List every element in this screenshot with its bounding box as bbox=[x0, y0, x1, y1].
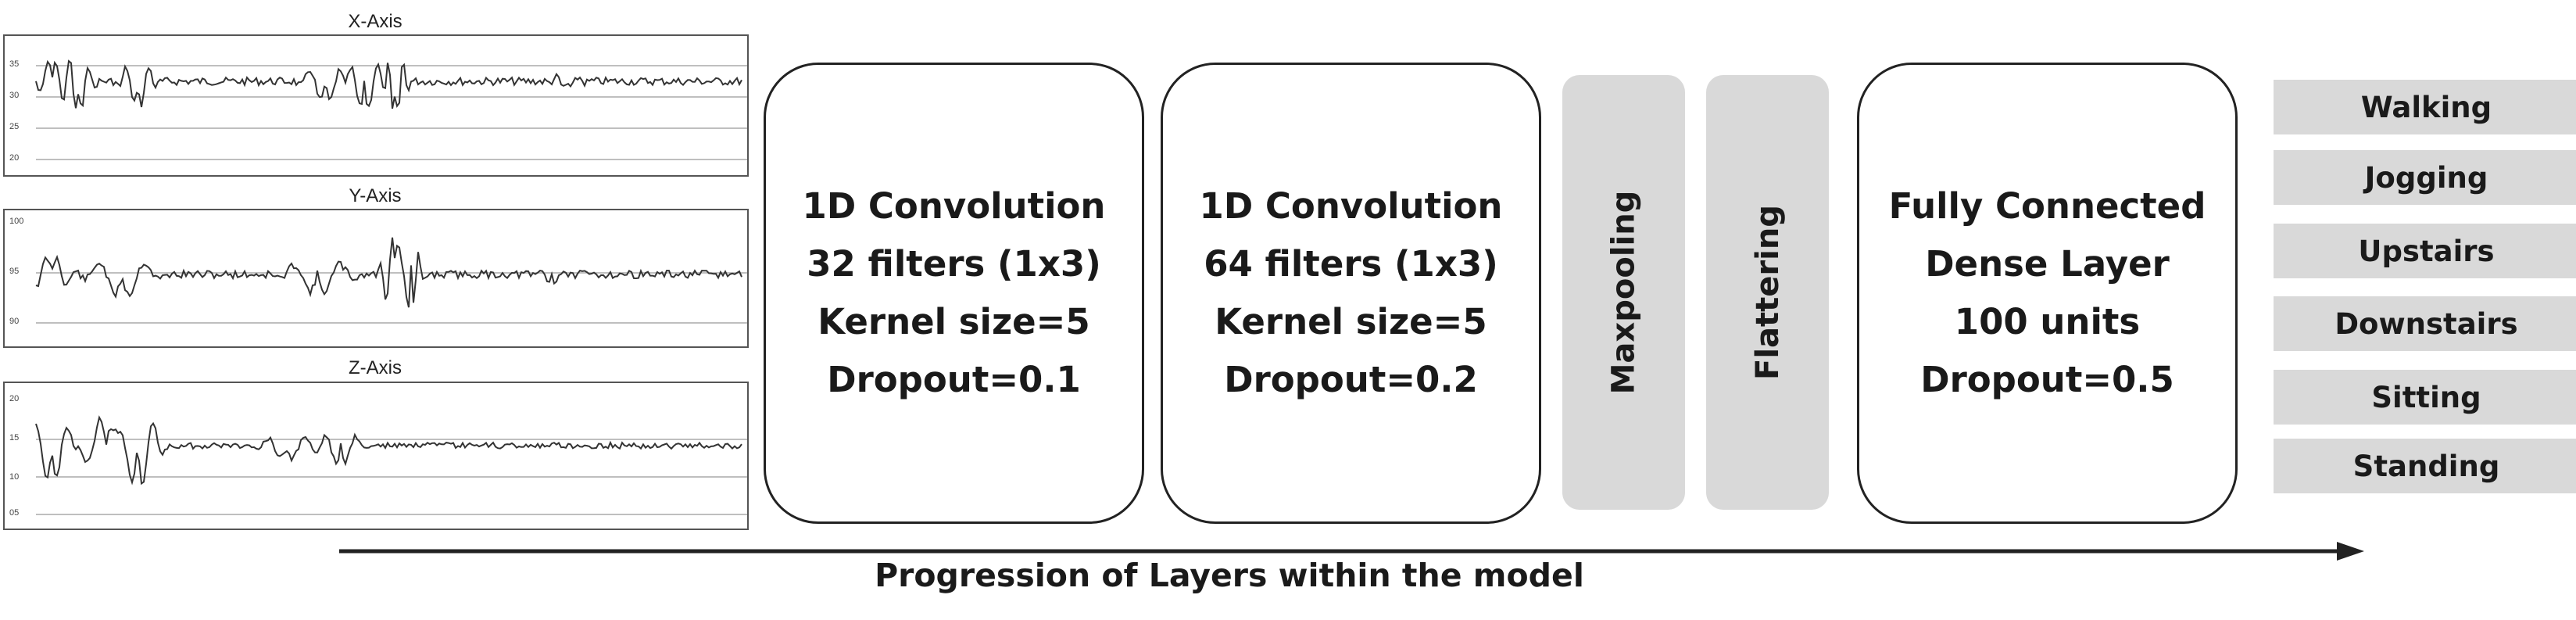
z-axis-title: Z-Axis bbox=[349, 357, 402, 378]
maxpooling-label: Maxpooling bbox=[1605, 190, 1642, 395]
progression-arrow bbox=[339, 542, 2364, 561]
class-walking: Walking bbox=[2274, 80, 2576, 134]
y-axis-plot: 100 95 90 bbox=[3, 209, 749, 348]
class-standing: Standing bbox=[2274, 439, 2576, 493]
class-label-text: Sitting bbox=[2371, 380, 2481, 414]
class-label-text: Upstairs bbox=[2358, 234, 2495, 268]
class-label-text: Walking bbox=[2360, 90, 2492, 124]
z-tick: 15 bbox=[9, 433, 20, 443]
flattering-layer-box: Flattering bbox=[1706, 75, 1829, 510]
z-axis-signal bbox=[35, 415, 742, 486]
x-axis-title: X-Axis bbox=[348, 11, 402, 32]
layer-2-line-2: 64 filters (1x3) bbox=[1204, 243, 1498, 285]
dense-line-2: Dense Layer bbox=[1925, 243, 2170, 285]
z-axis-signal-svg bbox=[35, 415, 747, 515]
z-tick: 20 bbox=[9, 394, 20, 403]
layer-1-line-3: Kernel size=5 bbox=[818, 301, 1090, 342]
class-downstairs: Downstairs bbox=[2274, 296, 2576, 351]
x-tick: 25 bbox=[9, 122, 20, 131]
class-label-text: Downstairs bbox=[2334, 306, 2518, 341]
class-jogging: Jogging bbox=[2274, 150, 2576, 205]
z-axis-plot: 20 15 10 05 bbox=[3, 382, 749, 530]
x-tick: 30 bbox=[9, 91, 20, 100]
conv1d-layer-1-box: 1D Convolution 32 filters (1x3) Kernel s… bbox=[764, 63, 1144, 524]
layer-1-line-2: 32 filters (1x3) bbox=[807, 243, 1101, 285]
z-tick: 05 bbox=[9, 508, 20, 518]
maxpooling-layer-box: Maxpooling bbox=[1562, 75, 1685, 510]
layer-1-line-1: 1D Convolution bbox=[802, 185, 1106, 227]
layer-2-line-4: Dropout=0.2 bbox=[1224, 359, 1478, 400]
dense-layer-box: Fully Connected Dense Layer 100 units Dr… bbox=[1857, 63, 2238, 524]
dense-line-3: 100 units bbox=[1954, 301, 2141, 342]
class-label-text: Standing bbox=[2352, 449, 2500, 483]
layer-2-line-3: Kernel size=5 bbox=[1215, 301, 1487, 342]
y-axis-signal bbox=[35, 237, 742, 308]
conv1d-layer-2-box: 1D Convolution 64 filters (1x3) Kernel s… bbox=[1161, 63, 1541, 524]
y-axis-title: Y-Axis bbox=[349, 185, 402, 206]
y-tick: 100 bbox=[9, 217, 24, 226]
layer-1-line-4: Dropout=0.1 bbox=[827, 359, 1081, 400]
class-label-text: Jogging bbox=[2364, 160, 2488, 195]
flattering-label: Flattering bbox=[1749, 205, 1786, 380]
progression-caption: Progression of Layers within the model bbox=[875, 557, 1584, 594]
y-axis-signal-svg bbox=[35, 237, 747, 324]
dense-line-1: Fully Connected bbox=[1888, 185, 2206, 227]
dense-line-4: Dropout=0.5 bbox=[1920, 359, 2174, 400]
class-upstairs: Upstairs bbox=[2274, 224, 2576, 278]
y-tick: 90 bbox=[9, 317, 20, 326]
x-axis-signal bbox=[35, 59, 742, 109]
progression-arrowhead bbox=[2337, 542, 2364, 561]
x-tick: 35 bbox=[9, 59, 20, 69]
z-tick: 10 bbox=[9, 472, 20, 482]
x-axis-signal-svg bbox=[35, 59, 747, 160]
y-tick: 95 bbox=[9, 267, 20, 276]
x-tick: 20 bbox=[9, 153, 20, 163]
layer-2-line-1: 1D Convolution bbox=[1199, 185, 1503, 227]
class-sitting: Sitting bbox=[2274, 370, 2576, 425]
x-axis-plot: 35 30 25 20 bbox=[3, 34, 749, 177]
